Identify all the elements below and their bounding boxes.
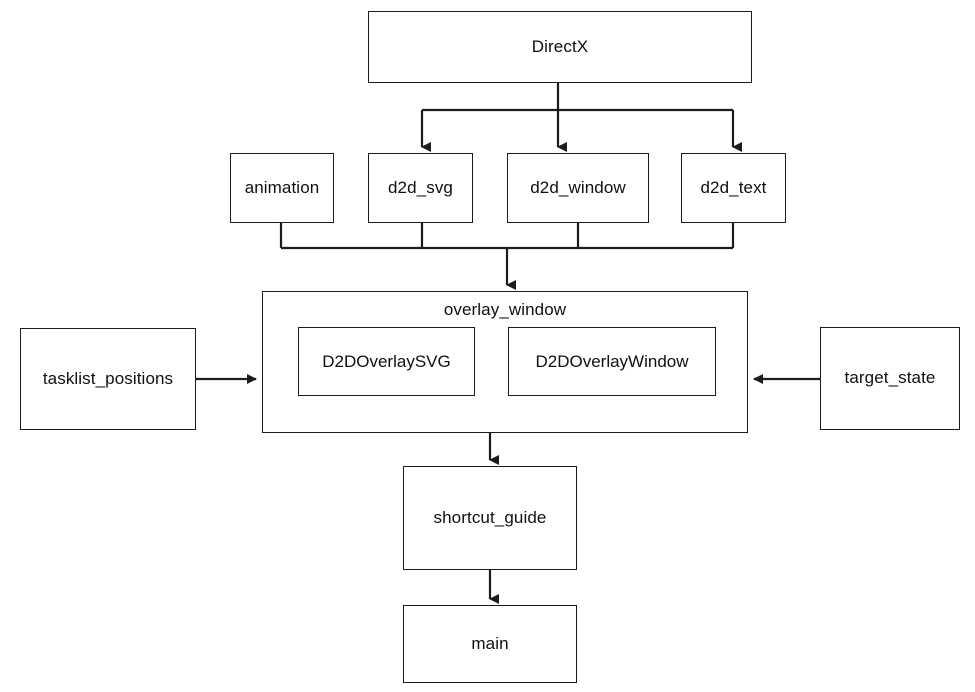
node-animation-label: animation <box>244 177 320 197</box>
node-tasklist-positions[interactable]: tasklist_positions <box>20 328 196 430</box>
node-main-label: main <box>471 633 509 653</box>
node-d2d-text[interactable]: d2d_text <box>681 153 786 223</box>
node-d2doverlaywindow[interactable]: D2DOverlayWindow <box>508 327 716 396</box>
node-d2d-svg[interactable]: d2d_svg <box>368 153 473 223</box>
node-directx-label: DirectX <box>531 36 589 56</box>
node-main[interactable]: main <box>403 605 577 683</box>
node-directx[interactable]: DirectX <box>368 11 752 83</box>
node-d2doverlaysvg-label: D2DOverlaySVG <box>322 351 451 371</box>
node-d2doverlaysvg[interactable]: D2DOverlaySVG <box>298 327 475 396</box>
node-target-state-label: target_state <box>844 368 936 388</box>
node-shortcut-guide-label: shortcut_guide <box>433 507 547 527</box>
node-d2d-svg-label: d2d_svg <box>388 177 453 197</box>
node-overlay-window-label: overlay_window <box>443 300 567 319</box>
node-shortcut-guide[interactable]: shortcut_guide <box>403 466 577 570</box>
node-d2d-window-label: d2d_window <box>530 177 626 197</box>
node-d2d-text-label: d2d_text <box>700 177 767 197</box>
node-animation[interactable]: animation <box>230 153 334 223</box>
node-tasklist-positions-label: tasklist_positions <box>42 368 174 388</box>
node-d2doverlaywindow-label: D2DOverlayWindow <box>535 351 689 371</box>
node-d2d-window[interactable]: d2d_window <box>507 153 649 223</box>
node-target-state[interactable]: target_state <box>820 327 960 430</box>
